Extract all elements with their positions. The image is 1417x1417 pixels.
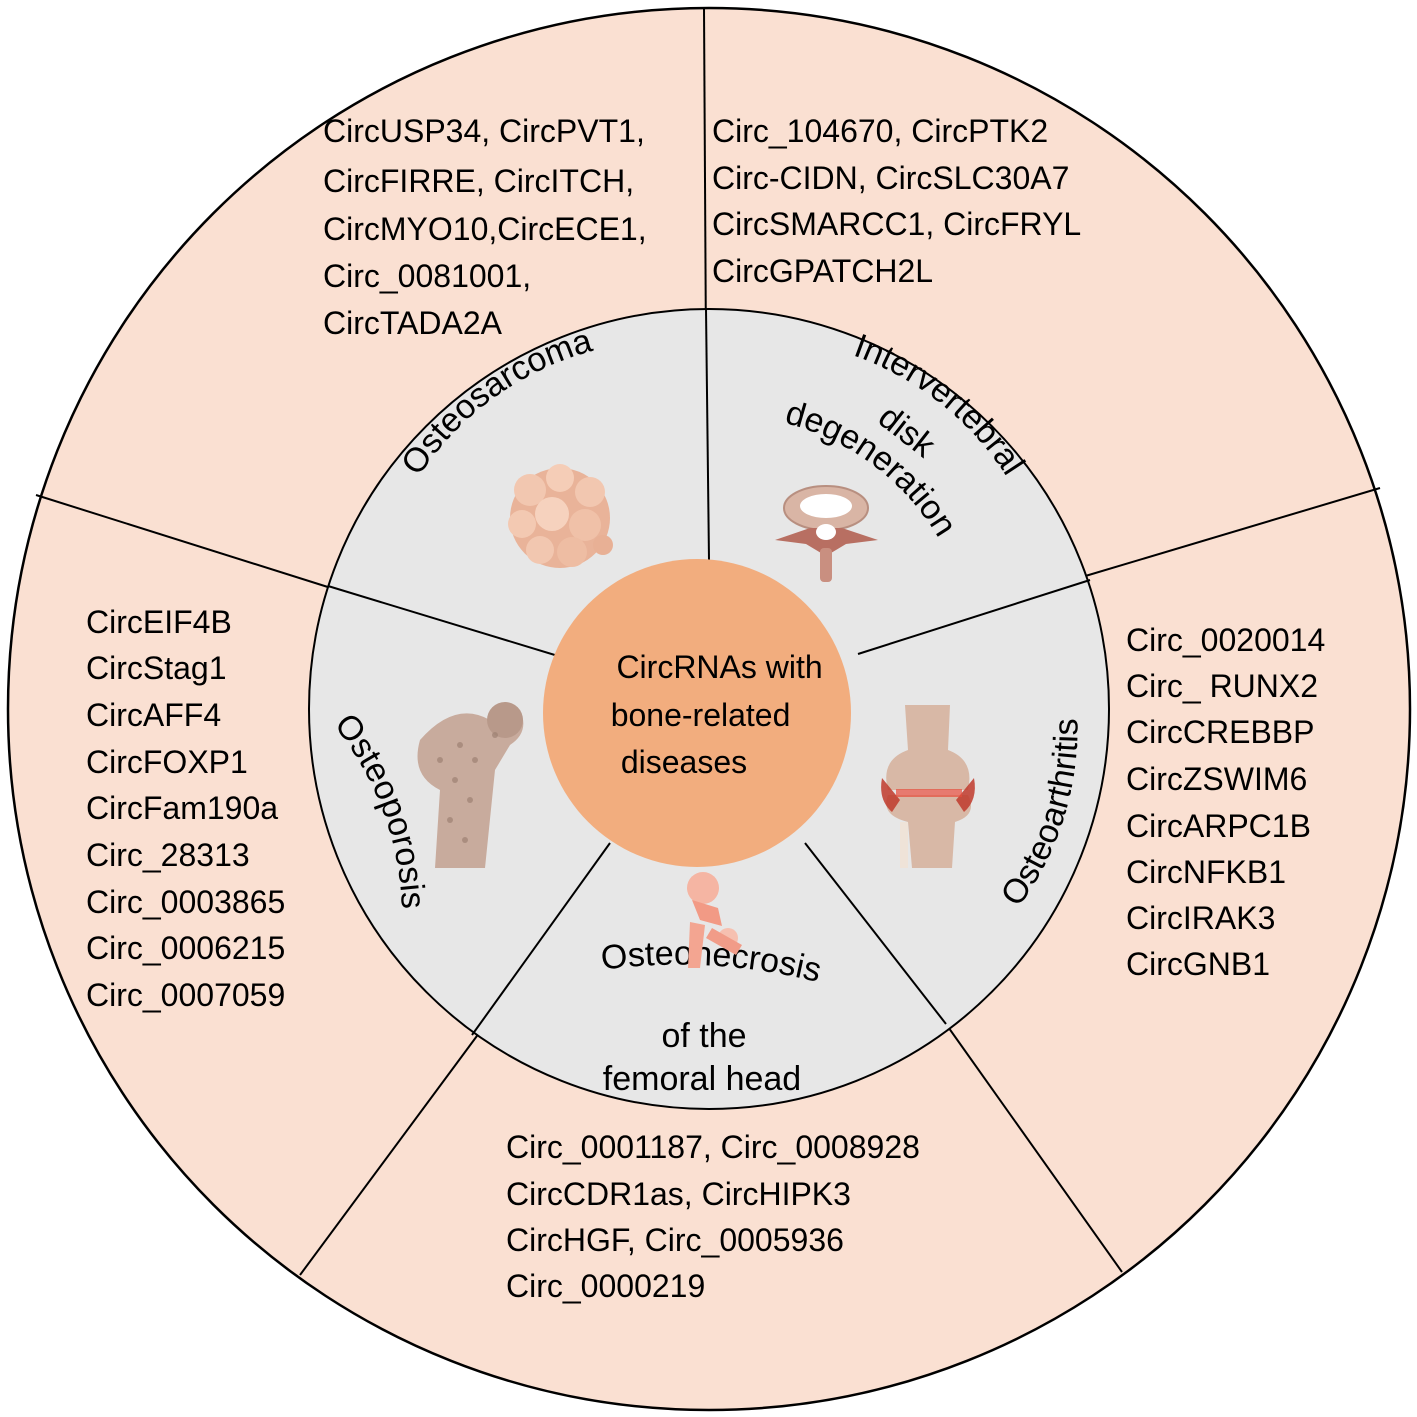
circrna-line: CircUSP34, CircPVT1, <box>323 113 645 149</box>
circrna-line: Circ_28313 <box>86 837 250 873</box>
circrna-line: Circ_0001187, Circ_0008928 <box>506 1129 920 1165</box>
tumor-icon <box>508 464 613 568</box>
circrna-line: Circ_ RUNX2 <box>1126 668 1318 704</box>
circrna-line: CircEIF4B <box>86 604 232 640</box>
circrna-line: Circ_104670, CircPTK2 <box>712 113 1048 149</box>
circrna-line: Circ_0007059 <box>86 977 285 1013</box>
circrna-line: CircFam190a <box>86 790 278 826</box>
circrna-list-osteoarthritis: Circ_0020014 Circ_ RUNX2 CircCREBBP Circ… <box>1126 622 1334 982</box>
circrna-line: CircCREBBP <box>1126 714 1314 750</box>
circrna-line: CircGNB1 <box>1126 946 1270 982</box>
disease-label-onfh-line2: of the <box>661 1017 746 1055</box>
circrna-line: CircGPATCH2L <box>712 253 933 289</box>
center-circle <box>543 559 851 867</box>
circrna-list-osteosarcoma: CircUSP34, CircPVT1, CircFIRRE, CircITCH… <box>323 113 656 341</box>
outer-dividers <box>35 7 1381 1276</box>
vertebra-icon <box>775 485 878 582</box>
circrna-list-onfh: Circ_0001187, Circ_0008928 CircCDR1as, C… <box>506 1129 929 1304</box>
circrna-line: Circ_0020014 <box>1126 622 1325 658</box>
circrna-line: Circ_0000219 <box>506 1268 705 1304</box>
circrna-list-ivdd: Circ_104670, CircPTK2 Circ-CIDN, CircSLC… <box>712 113 1089 289</box>
circrna-line: CircIRAK3 <box>1126 900 1275 936</box>
circrna-line: Circ-CIDN, CircSLC30A7 <box>712 160 1069 196</box>
circrna-line: CircFIRRE, CircITCH, <box>323 163 634 199</box>
circrna-line: CircTADA2A <box>323 305 503 341</box>
disease-label-onfh-line3: femoral head <box>603 1060 801 1098</box>
circrna-list-osteoporosis: CircEIF4B CircStag1 CircAFF4 CircFOXP1 C… <box>86 604 294 1013</box>
femur-bone-icon <box>417 702 524 868</box>
center-label-line: diseases <box>621 744 747 780</box>
circrna-line: CircCDR1as, CircHIPK3 <box>506 1176 851 1212</box>
center-label: CircRNAs with bone-related diseases <box>611 649 832 780</box>
circrna-line: CircNFKB1 <box>1126 854 1286 890</box>
circrna-line: CircMYO10,CircECE1, <box>323 211 647 247</box>
circrna-line: Circ_0003865 <box>86 884 285 920</box>
hip-joint-icon <box>687 872 742 968</box>
circrna-line: Circ_0006215 <box>86 930 285 966</box>
circrna-line: CircStag1 <box>86 650 227 686</box>
circrna-line: CircZSWIM6 <box>1126 761 1307 797</box>
circrna-line: CircAFF4 <box>86 697 221 733</box>
circrna-line: CircARPC1B <box>1126 808 1311 844</box>
circrna-line: CircHGF, Circ_0005936 <box>506 1222 844 1258</box>
knee-joint-icon <box>881 705 975 868</box>
inner-dividers <box>327 308 1091 1036</box>
center-label-line: CircRNAs with <box>616 649 822 685</box>
circrna-line: CircFOXP1 <box>86 744 248 780</box>
circrna-line: Circ_0081001, <box>323 258 531 294</box>
center-label-line: bone-related <box>611 697 791 733</box>
circrna-line: CircSMARCC1, CircFRYL <box>712 206 1080 242</box>
